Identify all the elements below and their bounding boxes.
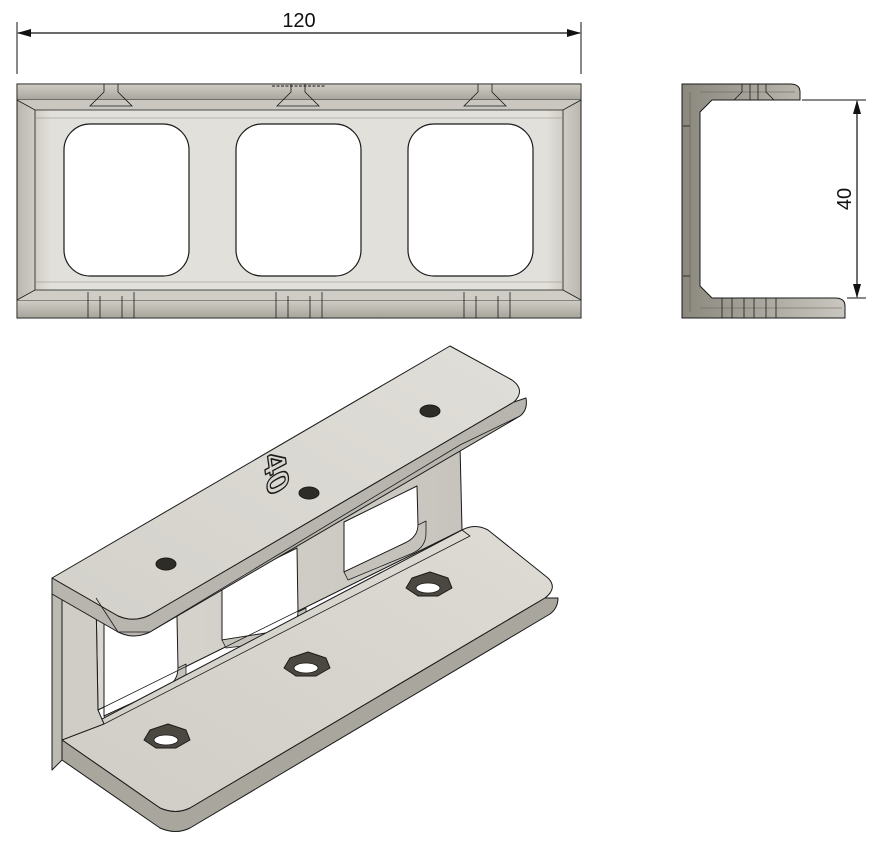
iso-top-plate-edge bbox=[51, 397, 527, 637]
front-view-countersink-2 bbox=[276, 84, 320, 107]
iso-countersink-3 bbox=[419, 404, 441, 418]
width-dimension: 120 bbox=[16, 10, 582, 74]
iso-hex-hole-3-bore bbox=[415, 582, 441, 594]
side-view-hole-lines bbox=[721, 298, 777, 318]
side-view-profile bbox=[681, 83, 846, 319]
front-view bbox=[16, 83, 582, 319]
isometric-view: 40 bbox=[51, 345, 559, 832]
iso-bottom-plate-edge bbox=[61, 597, 559, 832]
iso-hex-hole-1-bore bbox=[153, 734, 179, 746]
height-dimension-label: 40 bbox=[834, 188, 856, 210]
front-view-countersink-3 bbox=[463, 84, 507, 107]
side-view bbox=[681, 83, 846, 319]
front-view-window-2 bbox=[235, 123, 362, 277]
height-dimension: 40 bbox=[802, 99, 866, 299]
side-view-countersink bbox=[733, 84, 775, 101]
width-dimension-label: 120 bbox=[282, 10, 315, 32]
front-view-bottom-chamfer bbox=[16, 289, 582, 301]
iso-top-plate-underside bbox=[95, 415, 521, 633]
iso-countersink-2 bbox=[298, 486, 320, 500]
iso-hex-hole-2-bore bbox=[293, 662, 319, 674]
iso-bottom-fillet bbox=[97, 529, 471, 725]
front-view-bottom-flange bbox=[16, 299, 582, 319]
iso-countersink-1 bbox=[155, 557, 177, 571]
front-view-hole-lines bbox=[87, 292, 511, 318]
front-view-top-chamfer bbox=[16, 99, 582, 111]
front-view-window-1 bbox=[63, 123, 190, 277]
front-view-window-3 bbox=[407, 123, 534, 277]
iso-window-3-depth bbox=[343, 520, 427, 581]
iso-left-wall-face bbox=[51, 577, 63, 771]
front-view-countersink-1 bbox=[89, 84, 133, 107]
